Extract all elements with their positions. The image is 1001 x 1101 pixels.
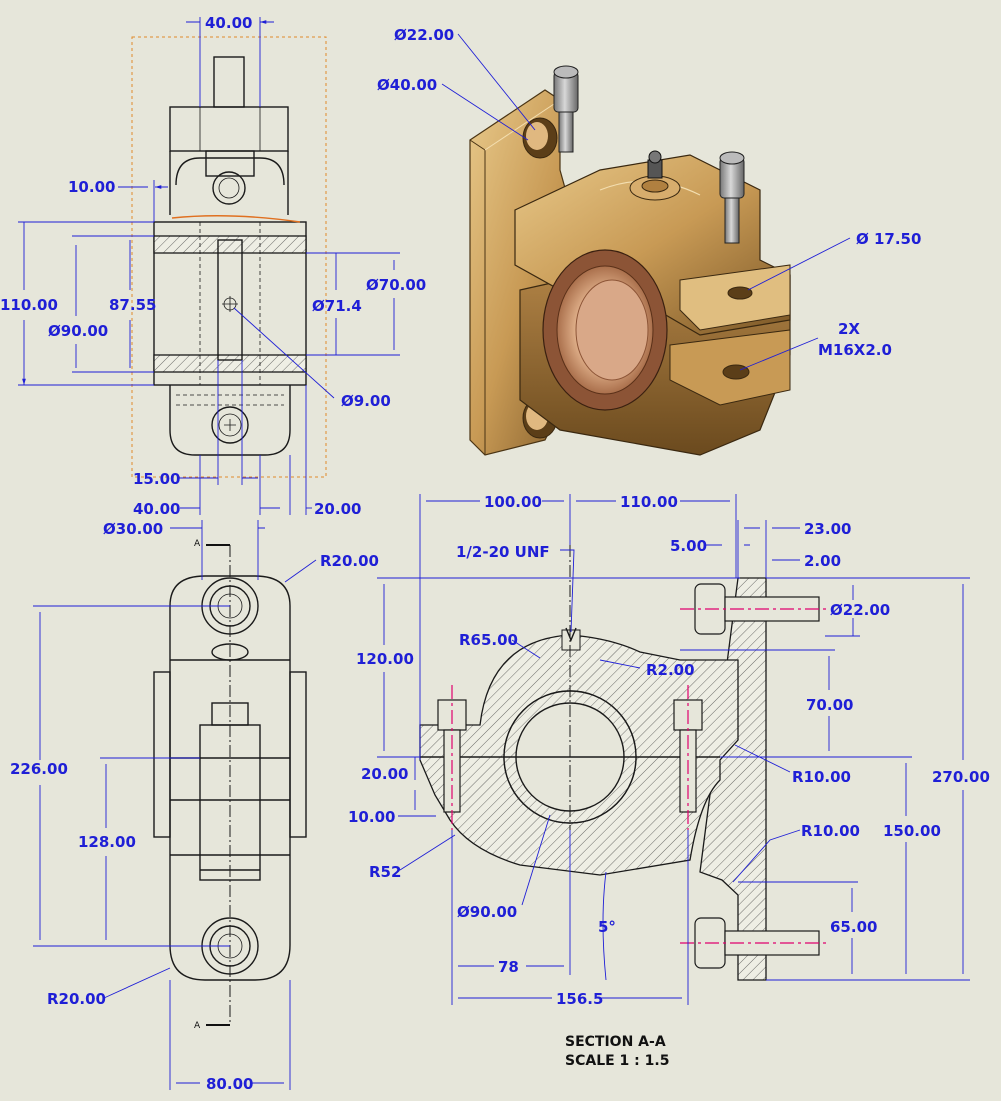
cut-label-bottom: A bbox=[194, 1021, 201, 1031]
front-view: 40.00 10.00 110.00 87.55 Ø90.00 Ø70.00 Ø… bbox=[0, 14, 426, 518]
dim-10-left: 10.00 bbox=[68, 178, 115, 196]
dim-r65: R65.00 bbox=[459, 631, 518, 649]
dim-15: 15.00 bbox=[133, 470, 180, 488]
dim-r52: R52 bbox=[369, 863, 401, 881]
dim-height-128: 128.00 bbox=[78, 833, 136, 851]
view-boundary bbox=[131, 36, 327, 478]
dim-angle-5: 5° bbox=[598, 918, 616, 936]
dim-section-dia-90: Ø90.00 bbox=[457, 903, 517, 921]
dim-iso-dia-22: Ø22.00 bbox=[394, 26, 454, 44]
dim-height-87: 87.55 bbox=[109, 296, 156, 314]
dim-r20-bottom: R20.00 bbox=[47, 990, 106, 1008]
dim-r20-top: R20.00 bbox=[320, 552, 379, 570]
dim-dia-90: Ø90.00 bbox=[48, 322, 108, 340]
dim-r2: R2.00 bbox=[646, 661, 695, 679]
dim-iso-dia-17: Ø 17.50 bbox=[856, 230, 921, 248]
dim-5: 5.00 bbox=[670, 537, 707, 555]
bolt-left bbox=[553, 65, 579, 153]
dim-dia-70: Ø70.00 bbox=[366, 276, 426, 294]
dim-100: 100.00 bbox=[484, 493, 542, 511]
dim-2: 2.00 bbox=[804, 552, 841, 570]
dim-height-226: 226.00 bbox=[10, 760, 68, 778]
dim-height-65: 65.00 bbox=[830, 918, 877, 936]
dim-dia-71: Ø71.4 bbox=[312, 297, 362, 315]
dim-r10-b: R10.00 bbox=[801, 822, 860, 840]
dim-10-section: 10.00 bbox=[348, 808, 395, 826]
dim-20: 20.00 bbox=[314, 500, 361, 518]
dim-height-120: 120.00 bbox=[356, 650, 414, 668]
dim-height-70: 70.00 bbox=[806, 696, 853, 714]
dim-height-110: 110.00 bbox=[0, 296, 58, 314]
bolt-right bbox=[719, 151, 745, 244]
dim-156: 156.5 bbox=[556, 990, 603, 1008]
section-view: 100.00 110.00 23.00 5.00 2.00 1/2-20 UNF… bbox=[348, 493, 990, 1069]
dim-dia-9: Ø9.00 bbox=[341, 392, 391, 410]
section-scale: SCALE 1 : 1.5 bbox=[565, 1053, 669, 1069]
dim-iso-qty: 2X bbox=[838, 320, 860, 338]
side-view: A A Ø30.00 R20.00 226.00 128.00 R20.00 8… bbox=[10, 520, 379, 1093]
section-title: SECTION A-A bbox=[565, 1034, 666, 1050]
dim-78: 78 bbox=[498, 958, 519, 976]
dim-110: 110.00 bbox=[620, 493, 678, 511]
dim-width-80: 80.00 bbox=[206, 1075, 253, 1093]
cut-label-top: A bbox=[194, 539, 201, 549]
dim-dia-30: Ø30.00 bbox=[103, 520, 163, 538]
dim-20-section: 20.00 bbox=[361, 765, 408, 783]
dim-r10-a: R10.00 bbox=[792, 768, 851, 786]
dim-23: 23.00 bbox=[804, 520, 851, 538]
iso-view: Ø22.00 Ø40.00 Ø 17.50 2X M16X2.0 bbox=[377, 26, 921, 456]
dim-iso-dia-40: Ø40.00 bbox=[377, 76, 437, 94]
dim-section-dia-22: Ø22.00 bbox=[830, 601, 890, 619]
dim-iso-thread: M16X2.0 bbox=[818, 341, 892, 359]
dim-height-150: 150.00 bbox=[883, 822, 941, 840]
dim-unf-thread: 1/2-20 UNF bbox=[456, 543, 550, 561]
dim-height-270: 270.00 bbox=[932, 768, 990, 786]
dim-40-bottom: 40.00 bbox=[133, 500, 180, 518]
dim-width-40-top: 40.00 bbox=[205, 14, 252, 32]
